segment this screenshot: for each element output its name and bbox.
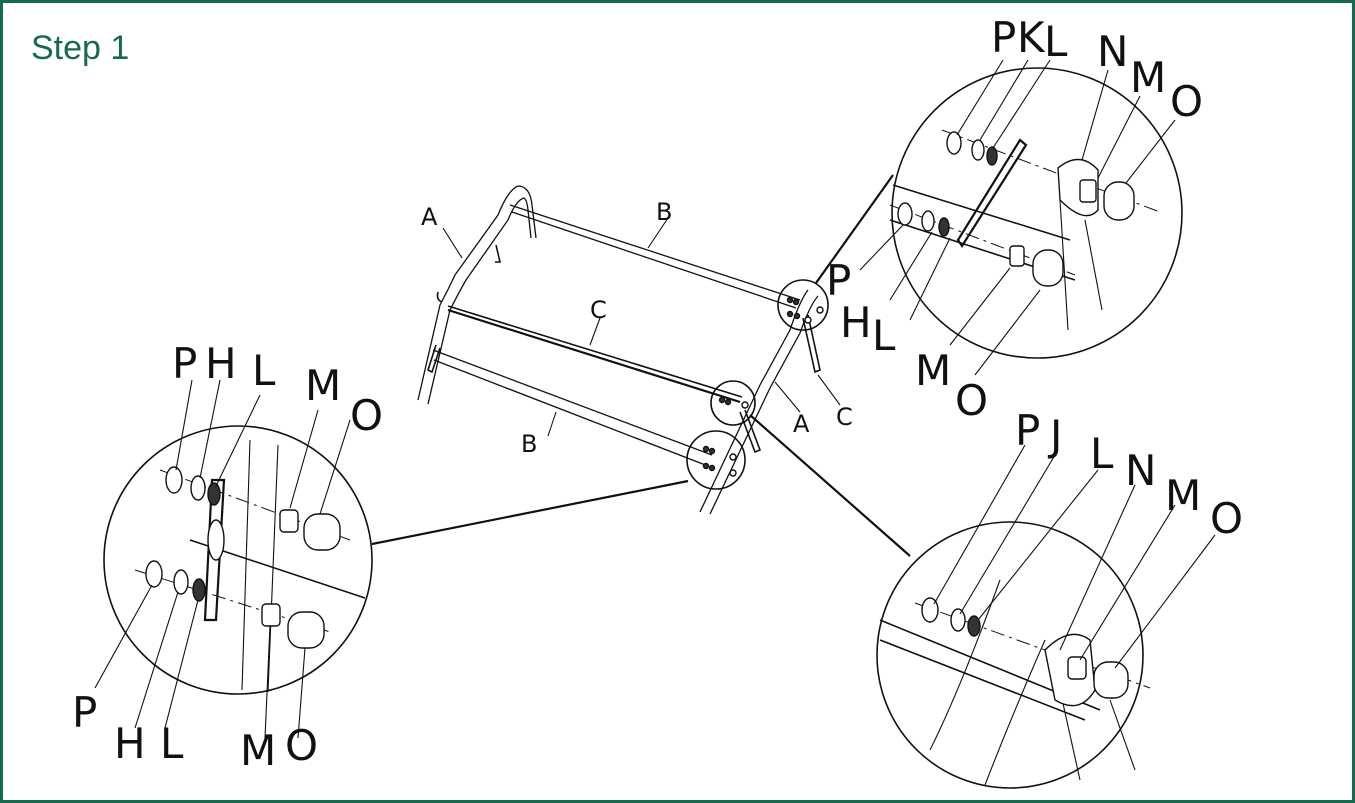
label-c-middle: C — [590, 296, 607, 324]
left-label-l2: L — [160, 719, 184, 768]
tr-label-h: H — [840, 298, 872, 347]
label-b-top: B — [656, 198, 672, 226]
br-label-j: J — [1047, 411, 1062, 460]
left-label-p: P — [172, 339, 197, 388]
left-label-m2: M — [240, 726, 276, 775]
left-label-p2: P — [72, 688, 97, 737]
detail-left — [94, 379, 373, 739]
left-label-h2: H — [114, 719, 146, 768]
left-label-l: L — [252, 346, 276, 395]
tr-label-n: N — [1097, 27, 1128, 76]
frame-assembly — [417, 185, 841, 515]
tr-label-m2: M — [915, 346, 951, 395]
detail-bottom-right — [876, 444, 1216, 789]
tr-label-o: O — [1170, 77, 1203, 126]
tr-label-p2: P — [826, 256, 851, 305]
label-a-right: A — [793, 410, 810, 438]
detail-top-right — [859, 59, 1183, 376]
br-label-l: L — [1090, 429, 1114, 478]
br-label-m: M — [1165, 471, 1201, 520]
left-label-h: H — [205, 339, 237, 388]
tr-label-l: L — [1044, 17, 1068, 66]
label-a-left: A — [421, 203, 438, 231]
tr-label-m: M — [1130, 53, 1166, 102]
br-label-o: O — [1210, 494, 1243, 543]
label-b-bottom: B — [521, 430, 537, 458]
left-label-o: O — [350, 391, 383, 440]
step-title: Step 1 — [31, 29, 130, 67]
label-c-right: C — [836, 403, 853, 431]
tr-label-o2: O — [955, 376, 988, 425]
tr-label-p: P — [991, 13, 1016, 62]
br-label-n: N — [1125, 446, 1156, 495]
tr-label-k: K — [1017, 13, 1046, 62]
tr-label-l2: L — [872, 311, 896, 360]
left-label-m: M — [305, 361, 341, 410]
left-label-o2: O — [285, 721, 318, 770]
br-label-p: P — [1015, 406, 1040, 455]
